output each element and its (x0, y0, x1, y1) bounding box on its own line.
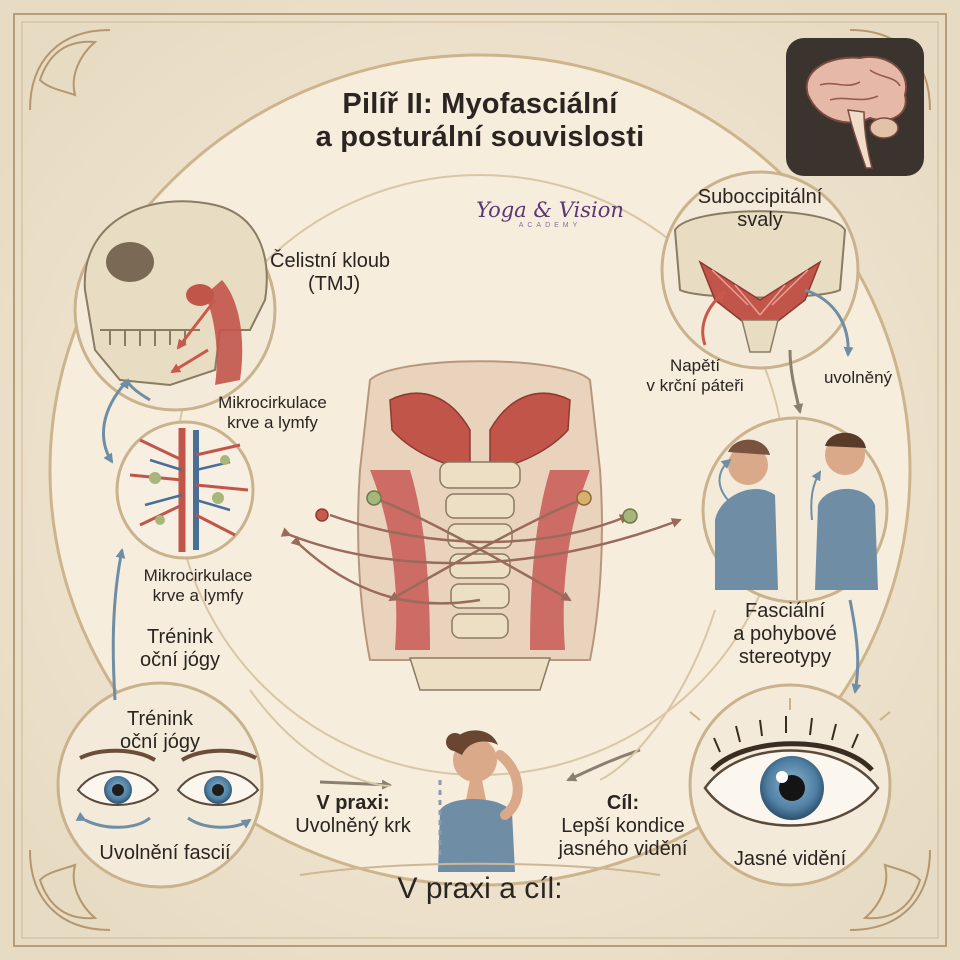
label-microcirculation-left: Mikrocirkulace krve a lymfy (128, 566, 268, 605)
label-goal-line-1: Lepší kondice (561, 815, 685, 837)
posture-icon (701, 416, 889, 604)
label-microcirculation-left-line-2: krve a lymfy (152, 585, 244, 605)
label-tmj-line-2: (TMJ) (308, 273, 361, 295)
label-training-left-line-2: oční jógy (139, 649, 221, 671)
label-practice-title: V praxi: (316, 792, 390, 814)
skull-icon (73, 200, 277, 412)
flow-arrows (102, 349, 862, 790)
label-suboccipital-line-1: Suboccipitální (697, 186, 823, 208)
label-training-circle: Trénink oční jógy (100, 708, 220, 754)
brain-icon (786, 38, 924, 176)
brand-name: Yoga & Vision (476, 198, 624, 222)
label-tension-line-2: v krční páteři (646, 375, 744, 395)
label-practice: V praxi: Uvolněný krk (278, 792, 428, 838)
label-suboccipital-line-2: svaly (737, 209, 783, 231)
label-microcirculation-top-line-1: Mikrocirkulace (218, 393, 327, 412)
label-training-left: Trénink oční jógy (110, 626, 250, 672)
label-microcirculation-top: Mikrocirkulace krve a lymfy (200, 393, 345, 432)
label-fascia-release: Uvolnění fascií (99, 842, 231, 864)
woman-stretch-icon (438, 730, 523, 872)
label-fascial-line-2: a pohybové (733, 623, 837, 645)
neck-icon (280, 360, 682, 691)
suboccipital-icon (660, 170, 860, 370)
label-goal-line-2: jasného vidění (558, 838, 688, 860)
label-tension-line-1: Napětí (669, 356, 721, 375)
label-tension: Napětí v krční páteři (625, 356, 765, 395)
label-goal-title: Cíl: (606, 792, 640, 814)
label-tmj: Čelistní kloub (TMJ) (270, 250, 420, 296)
label-goal: Cíl: Lepší kondice jasného vidění (548, 792, 698, 861)
label-clear-vision: Jasné vidění (733, 848, 847, 870)
page-title: Pilíř II: Myofasciální a posturální souv… (270, 88, 690, 155)
label-fascial-line-1: Fasciální (744, 600, 826, 622)
eye-icon (688, 683, 892, 887)
footer-caption: V praxi a cíl: (397, 872, 563, 905)
label-training-circle-line-1: Trénink (127, 708, 193, 730)
eyes-icon (56, 681, 264, 889)
brand-tagline: ACADEMY (518, 222, 582, 230)
label-fascial-line-3: stereotypy (738, 646, 832, 668)
label-fascial-patterns: Fasciální a pohybové stereotypy (720, 600, 850, 669)
label-relaxed: uvolněný (823, 368, 893, 387)
label-training-circle-line-2: oční jógy (119, 731, 201, 753)
title-line-1: Pilíř II: Myofasciální (342, 88, 618, 120)
brand-logo: Yoga & Vision ACADEMY (460, 198, 640, 230)
label-training-left-line-1: Trénink (147, 626, 213, 648)
vessels-icon (115, 420, 255, 560)
label-tmj-line-1: Čelistní kloub (270, 250, 391, 272)
label-practice-text: Uvolněný krk (295, 815, 411, 837)
corner-ornaments (29, 29, 931, 931)
label-microcirculation-left-line-1: Mikrocirkulace (143, 566, 253, 585)
title-line-2: a posturální souvislosti (315, 121, 645, 154)
footer-divider (299, 862, 661, 876)
label-suboccipital: Suboccipitální svaly (690, 186, 830, 232)
label-microcirculation-top-line-2: krve a lymfy (227, 412, 318, 432)
